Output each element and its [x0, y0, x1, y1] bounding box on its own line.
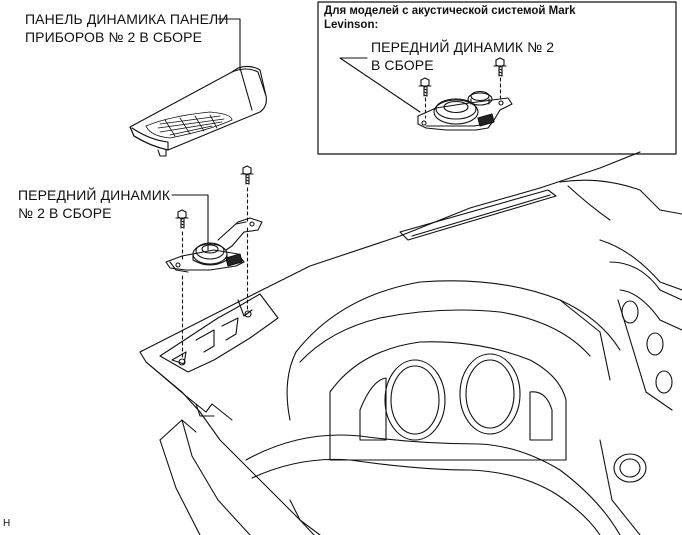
- inset-speaker-assembly: [417, 57, 513, 131]
- knob: [613, 453, 647, 483]
- inset-leader-line: [339, 57, 421, 113]
- inset-frame: [317, 1, 677, 155]
- inset-speaker-label-line2: В СБОРЕ: [371, 57, 434, 73]
- inset-title-line1: Для моделей с акустической системой Mark: [324, 5, 576, 17]
- inset-bolt-right: [493, 57, 507, 99]
- vent-button-2: [646, 332, 664, 356]
- main-speaker-assembly: [165, 217, 263, 273]
- speaker-panel-part: [129, 65, 267, 157]
- panel-label-line1: ПАНЕЛЬ ДИНАМИКА ПАНЕЛИ: [25, 11, 229, 27]
- main-bolt-left: [175, 209, 189, 361]
- panel-label-line2: ПРИБОРОВ № 2 В СБОРЕ: [25, 29, 203, 45]
- inset-speaker-label-line1: ПЕРЕДНИЙ ДИНАМИК № 2: [371, 39, 555, 55]
- speaker-grille: [145, 111, 233, 139]
- corner-mark: H: [3, 518, 11, 529]
- speaker-label-line2: № 2 В СБОРЕ: [18, 205, 112, 221]
- vent-button-3: [655, 370, 673, 394]
- steering-wheel-top: [295, 280, 621, 353]
- dashboard: [139, 151, 682, 535]
- gauge-right: [459, 353, 521, 435]
- speaker-leader-line: [171, 194, 209, 251]
- inset-title-line2: Levinson:: [324, 19, 379, 31]
- panel-leader-line: [217, 18, 241, 71]
- inset-bolt-left: [418, 77, 432, 119]
- gauge-cluster: [329, 341, 567, 461]
- main-bolt-right: [240, 165, 254, 313]
- gauge-left: [384, 359, 446, 441]
- speaker-label-line1: ПЕРЕДНИЙ ДИНАМИК: [18, 187, 171, 203]
